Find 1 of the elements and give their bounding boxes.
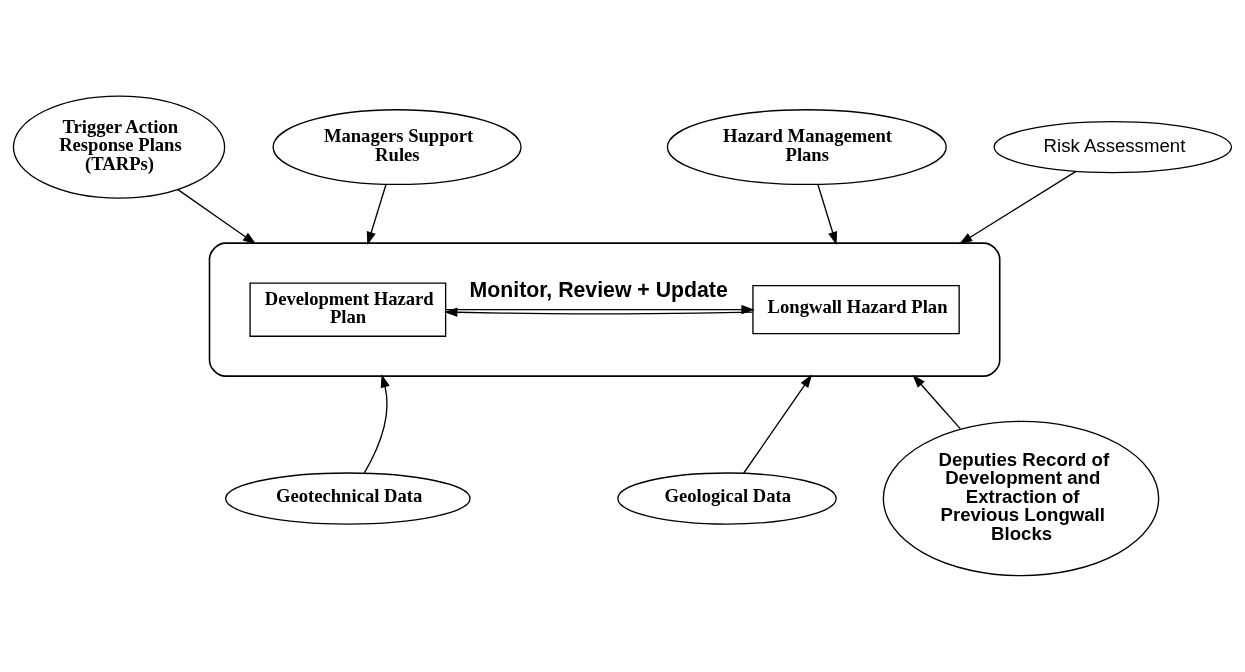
edge-label: Monitor, Review + Update (469, 278, 728, 303)
